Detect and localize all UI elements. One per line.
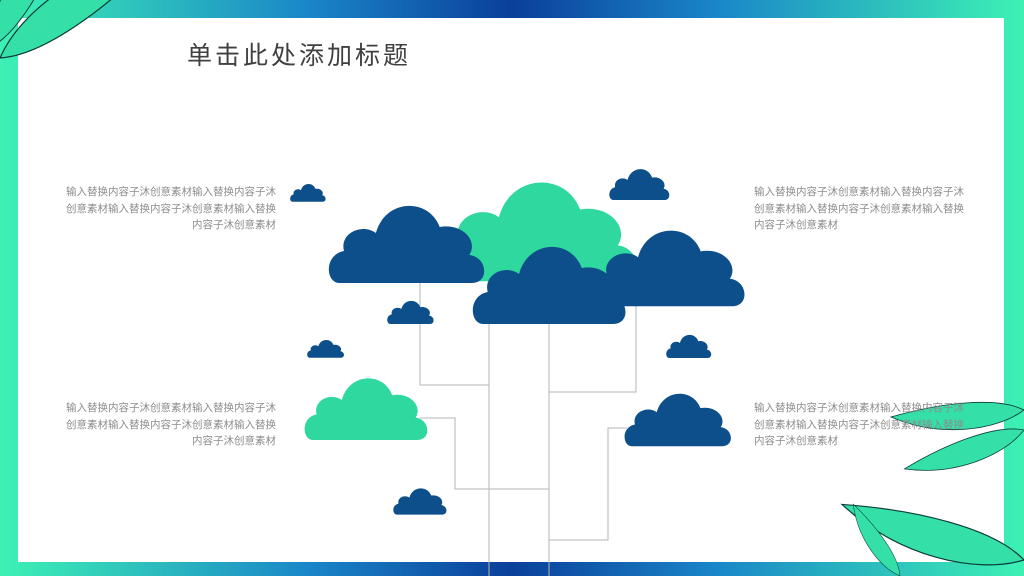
slide-title[interactable]: 单击此处添加标题: [187, 41, 412, 70]
text-block-bottom-right[interactable]: 输入替换内容子沐创意素材输入替换内容子沐创意素材输入替换内容子沐创意素材输入替换…: [754, 402, 964, 447]
text-block-top-right[interactable]: 输入替换内容子沐创意素材输入替换内容子沐创意素材输入替换内容子沐创意素材输入替换…: [754, 186, 964, 231]
text-block-bottom-left[interactable]: 输入替换内容子沐创意素材输入替换内容子沐创意素材输入替换内容子沐创意素材输入替换…: [66, 402, 276, 447]
connector-lines: [419, 280, 637, 576]
cloud-navy-left: [328, 205, 485, 283]
cloud-navy-mid-right: [624, 393, 731, 447]
leaf-bottom-right: [835, 484, 1024, 576]
cloud-mint-small: [304, 378, 428, 440]
text-block-top-left[interactable]: 输入替换内容子沐创意素材输入替换内容子沐创意素材输入替换内容子沐创意素材输入替换…: [66, 186, 276, 231]
leaf-top-left: [0, 0, 171, 69]
